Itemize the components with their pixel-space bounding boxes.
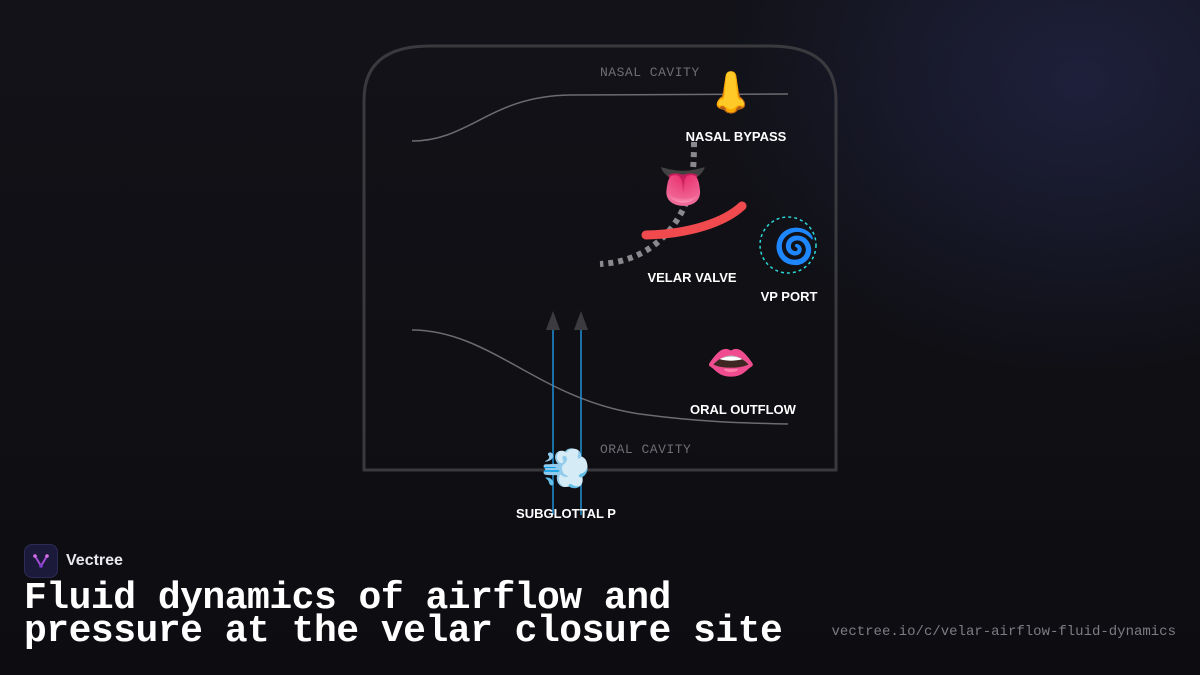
vectree-logo-icon bbox=[24, 544, 58, 578]
tongue-icon: 👅 bbox=[658, 164, 708, 210]
page-title: Fluid dynamics of airflow and pressure a… bbox=[24, 577, 783, 653]
source-url: vectree.io/c/velar-airflow-fluid-dynamic… bbox=[831, 624, 1176, 640]
brand-name: Vectree bbox=[66, 552, 123, 569]
mouth-icon: 👄 bbox=[706, 340, 756, 386]
vp-port-label: VP PORT bbox=[761, 289, 818, 304]
nasal-bypass-dashed-path bbox=[599, 141, 697, 267]
lower-boundary-curve bbox=[411, 329, 789, 425]
subglottal-pressure-label: SUBGLOTTAL P bbox=[516, 506, 616, 521]
vocal-tract-frame bbox=[362, 44, 838, 472]
velum-curve bbox=[641, 201, 747, 240]
nasal-bypass-label: NASAL BYPASS bbox=[686, 129, 787, 144]
oral-cavity-label: ORAL CAVITY bbox=[600, 442, 691, 457]
velar-valve-label: VELAR VALVE bbox=[647, 270, 736, 285]
oral-outflow-label: ORAL OUTFLOW bbox=[690, 402, 797, 417]
nose-icon: 👃 bbox=[706, 69, 756, 116]
brand: Vectree bbox=[24, 544, 123, 578]
wind-icon: 💨 bbox=[541, 446, 591, 492]
spiral-icon: 🌀 bbox=[774, 226, 816, 267]
vp-port-ring bbox=[759, 216, 817, 274]
upper-boundary-curve bbox=[411, 93, 789, 142]
nasal-cavity-label: NASAL CAVITY bbox=[600, 65, 700, 80]
subglottal-flow-arrows bbox=[546, 311, 588, 515]
